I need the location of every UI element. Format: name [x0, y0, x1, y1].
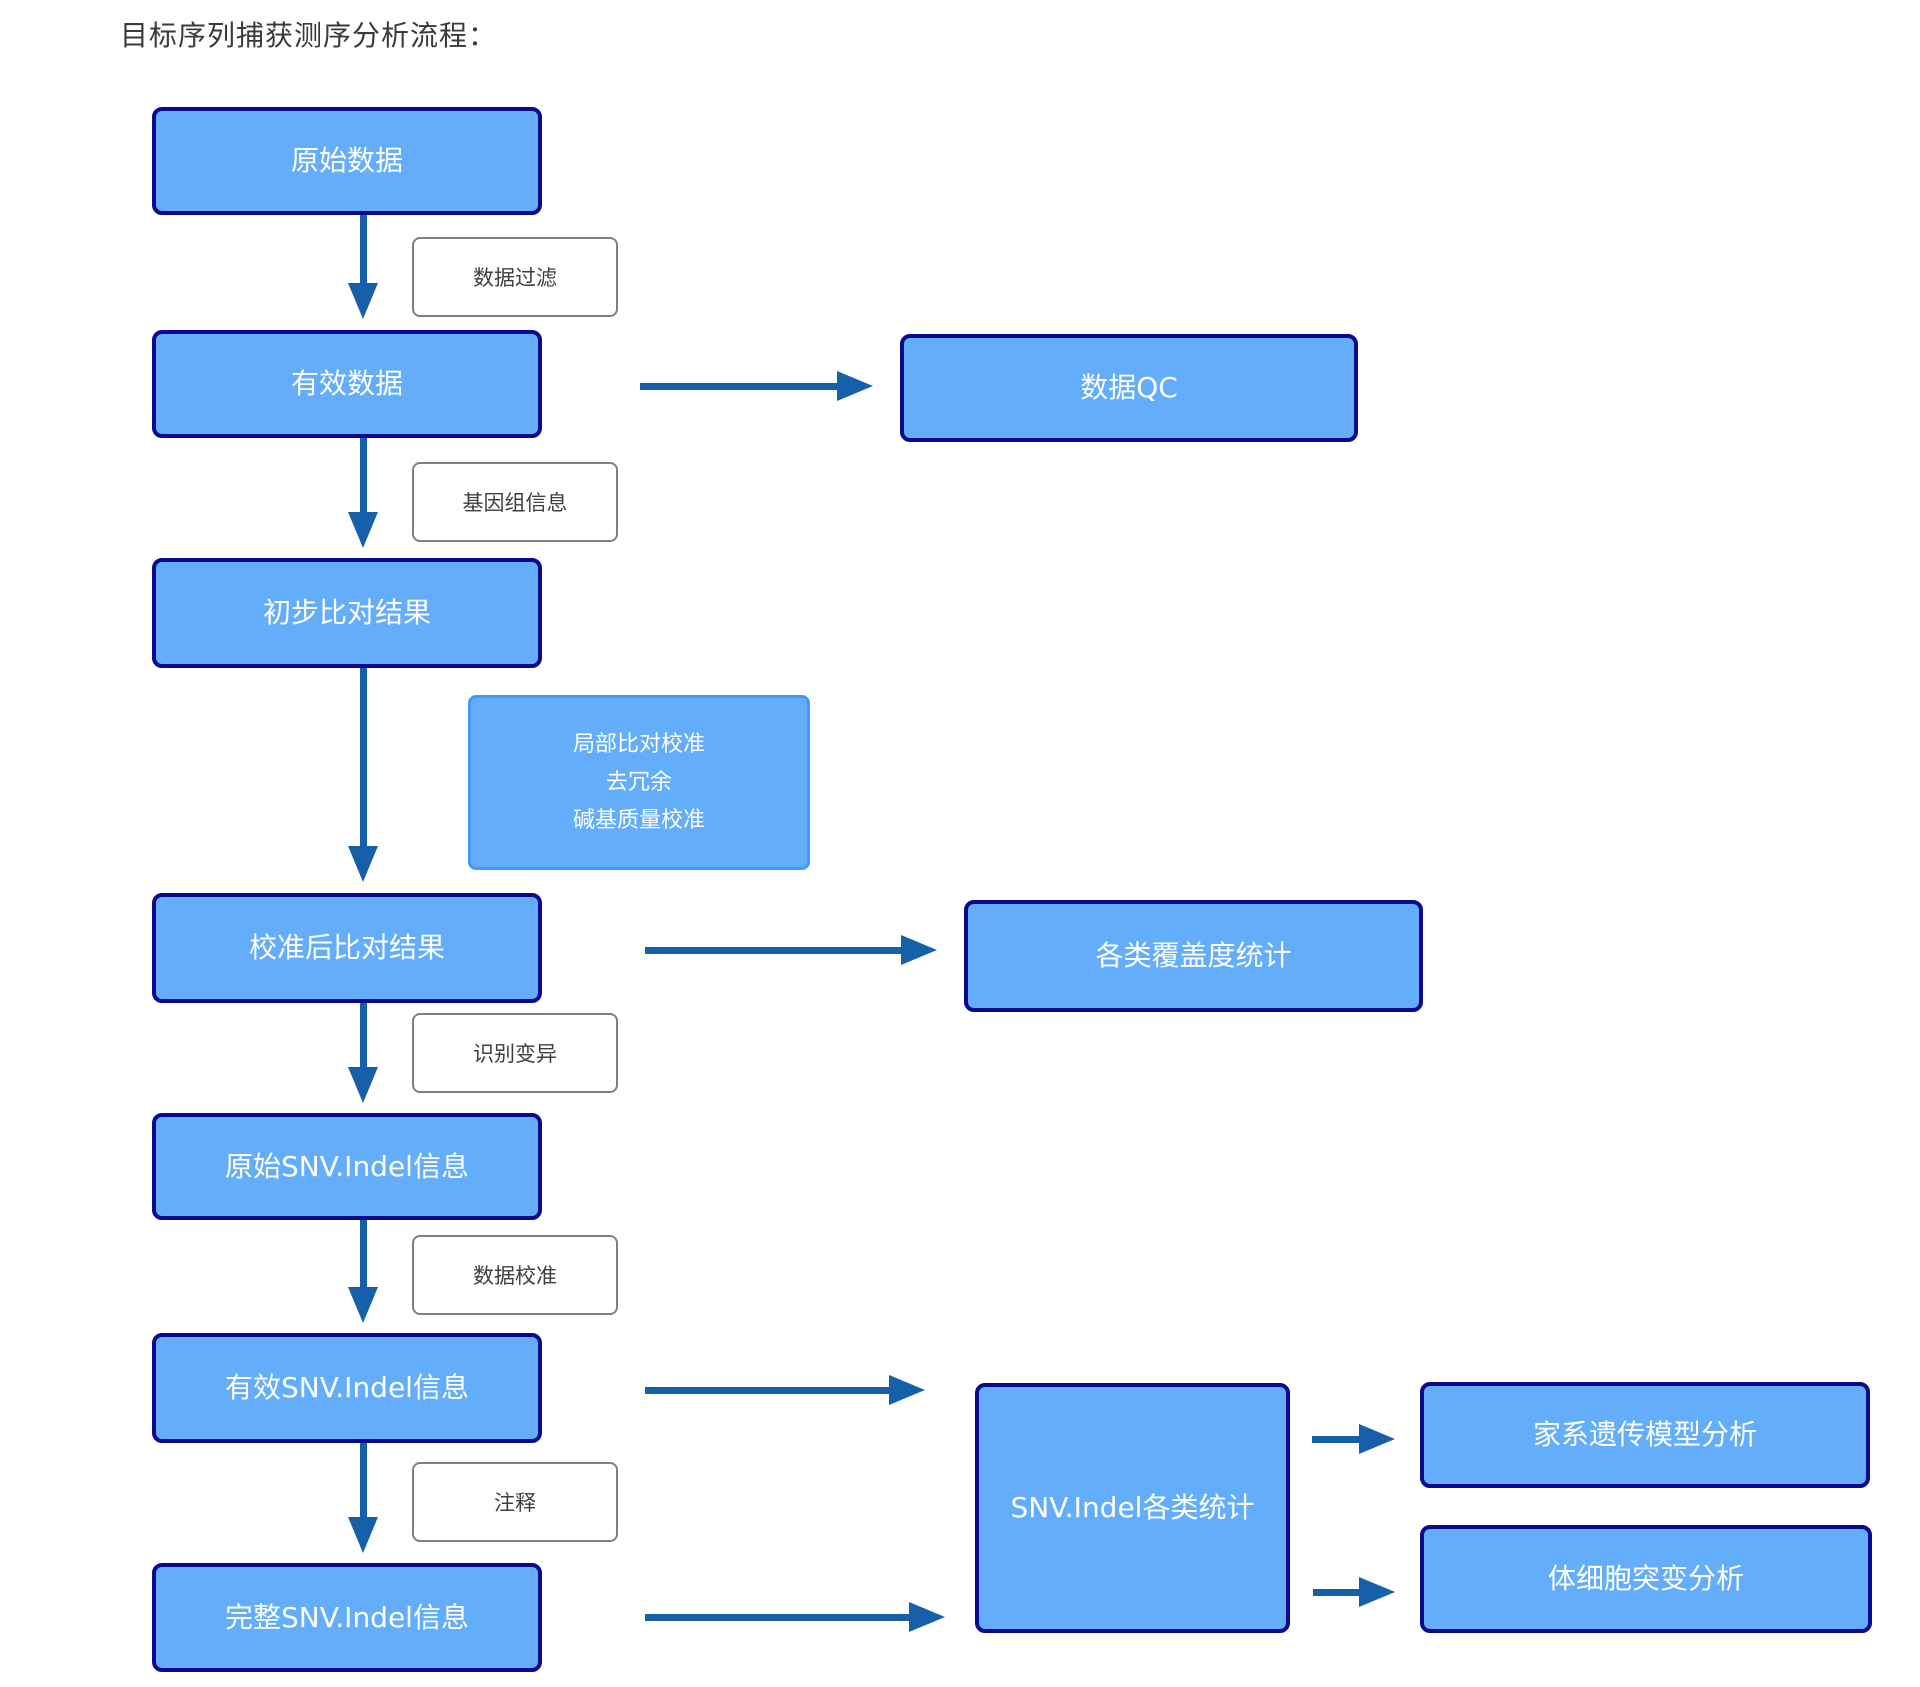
page-title: 目标序列捕获测序分析流程： [120, 19, 498, 52]
arrow-shaft [645, 946, 901, 954]
arrow-head [348, 846, 378, 882]
node-snv-indel-stats: SNV.Indel各类统计 [975, 1383, 1290, 1633]
arrow-shaft [359, 1003, 367, 1067]
node-data-qc: 数据QC [900, 334, 1358, 442]
arrow-shaft [359, 215, 367, 283]
arrow-head [348, 1287, 378, 1323]
node-family-model-analysis: 家系遗传模型分析 [1420, 1382, 1870, 1488]
arrow-head [1359, 1424, 1395, 1454]
arrow-head [348, 283, 378, 319]
node-valid-snv-indel: 有效SNV.Indel信息 [152, 1333, 542, 1443]
arrow-raw-to-valid [348, 215, 378, 319]
arrow-shaft [645, 1386, 889, 1394]
arrow-calibrated-to-coverage-stats [645, 935, 937, 965]
arrow-shaft [359, 1220, 367, 1287]
arrow-head [889, 1375, 925, 1405]
arrow-initial-to-calibrated-alignment [348, 668, 378, 882]
node-initial-alignment: 初步比对结果 [152, 558, 542, 668]
arrow-raw-snv-to-valid-snv [348, 1220, 378, 1323]
arrow-head [348, 1517, 378, 1553]
arrow-head [348, 1067, 378, 1103]
arrow-head [1359, 1577, 1395, 1607]
arrow-head [909, 1602, 945, 1632]
label-annotation: 注释 [412, 1462, 618, 1542]
arrow-shaft [640, 382, 837, 390]
node-somatic-mutation-analysis: 体细胞突变分析 [1420, 1525, 1872, 1633]
label-data-calibration: 数据校准 [412, 1235, 618, 1315]
node-calibrated-alignment: 校准后比对结果 [152, 893, 542, 1003]
note-realignment-steps: 局部比对校准 去冗余 碱基质量校准 [468, 695, 810, 870]
arrow-head [837, 371, 873, 401]
arrow-valid-data-to-data-qc [640, 371, 873, 401]
note-line: 去冗余 [605, 769, 672, 795]
node-raw-snv-indel: 原始SNV.Indel信息 [152, 1113, 542, 1220]
note-line: 局部比对校准 [572, 731, 705, 757]
label-genome-info: 基因组信息 [412, 462, 618, 542]
arrow-valid-to-initial-alignment [348, 438, 378, 548]
note-line: 碱基质量校准 [572, 807, 705, 833]
arrow-valid-snv-to-snv-stats [645, 1375, 925, 1405]
arrow-shaft [359, 1443, 367, 1517]
arrow-calibrated-to-raw-snv [348, 1003, 378, 1103]
label-data-filter: 数据过滤 [412, 237, 618, 317]
arrow-snv-stats-to-family-model [1312, 1424, 1395, 1454]
arrow-shaft [645, 1613, 909, 1621]
arrow-snv-stats-to-somatic [1313, 1577, 1395, 1607]
arrow-shaft [359, 668, 367, 846]
arrow-shaft [1313, 1588, 1359, 1596]
node-valid-data: 有效数据 [152, 330, 542, 438]
label-variant-calling: 识别变异 [412, 1013, 618, 1093]
arrow-shaft [1312, 1435, 1359, 1443]
arrow-complete-snv-to-snv-stats [645, 1602, 945, 1632]
arrow-head [901, 935, 937, 965]
node-complete-snv-indel: 完整SNV.Indel信息 [152, 1563, 542, 1672]
arrow-valid-snv-to-complete-snv [348, 1443, 378, 1553]
arrow-shaft [359, 438, 367, 512]
node-coverage-stats: 各类覆盖度统计 [964, 900, 1423, 1012]
node-raw-data: 原始数据 [152, 107, 542, 215]
arrow-head [348, 512, 378, 548]
